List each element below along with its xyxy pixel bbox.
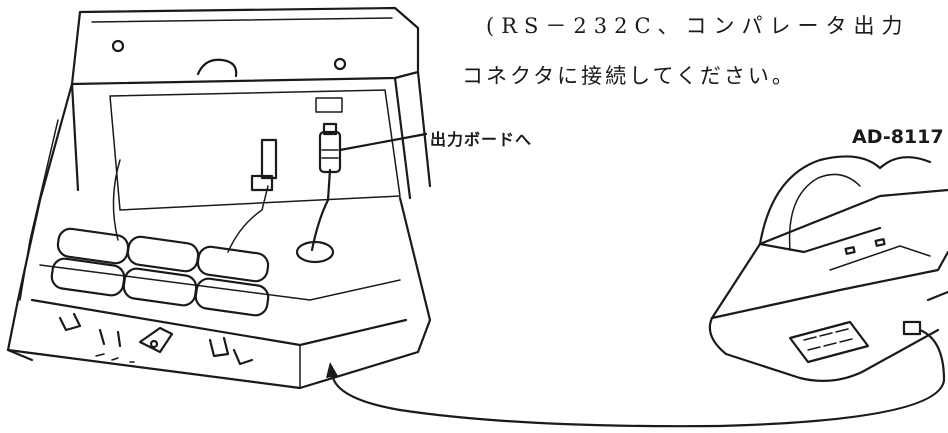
instruction-line-2: コネクタに接続してください。	[462, 64, 796, 88]
cable-end-arrow	[326, 362, 338, 378]
screw-right	[333, 57, 347, 71]
paper-roll	[758, 155, 932, 246]
instruction-line-1: (RS－232C、コンパレータ出力	[486, 14, 910, 38]
keypad-keys	[803, 328, 853, 351]
left-housing	[6, 82, 74, 362]
indicator-led	[844, 246, 856, 255]
mount-hole	[149, 339, 159, 349]
printer-unit	[708, 155, 948, 382]
output-board-label: 出力ボードへ	[430, 130, 533, 149]
printer-connector	[902, 320, 922, 336]
lid-edge	[91, 17, 393, 23]
base-front-edge	[30, 298, 408, 347]
top-panel-line	[829, 245, 931, 271]
printer-base-edge	[710, 250, 948, 320]
keypad-panel	[788, 320, 870, 364]
panel-slot	[260, 138, 278, 180]
battery	[194, 277, 270, 317]
base-outline	[6, 196, 432, 390]
bracket	[98, 328, 122, 348]
connector-tip	[322, 122, 338, 136]
panel-tab	[315, 97, 343, 113]
side-wire	[112, 159, 121, 241]
foot	[58, 312, 82, 332]
battery	[122, 267, 198, 307]
output-connector	[318, 130, 342, 174]
mount-tab	[138, 326, 174, 354]
cable-grommet	[295, 240, 335, 264]
connector-grip	[321, 149, 339, 159]
output-leader-line	[338, 132, 428, 152]
latch	[196, 58, 238, 78]
printer-base-front	[708, 316, 940, 382]
screw-left	[111, 39, 125, 53]
foot	[208, 336, 230, 358]
battery	[126, 235, 200, 273]
compartment-rim	[39, 264, 401, 301]
interconnect-cable	[330, 328, 946, 428]
battery	[196, 245, 270, 283]
dash-marks	[95, 353, 135, 363]
indicator-unit	[6, 6, 432, 390]
internal-wire	[227, 185, 269, 253]
printer-side-edge	[926, 290, 948, 302]
paper-roll-inner	[788, 173, 861, 251]
paper-slot	[758, 226, 882, 254]
printer-model-label: AD-8117	[852, 126, 944, 148]
indicator-led	[874, 238, 886, 247]
internal-connector	[250, 174, 274, 192]
left-housing-inner	[19, 119, 59, 301]
cable-inner	[310, 168, 332, 252]
inner-panel	[109, 89, 401, 211]
foot	[232, 348, 254, 366]
printer-top-left	[710, 188, 948, 320]
battery-pack	[50, 227, 270, 317]
